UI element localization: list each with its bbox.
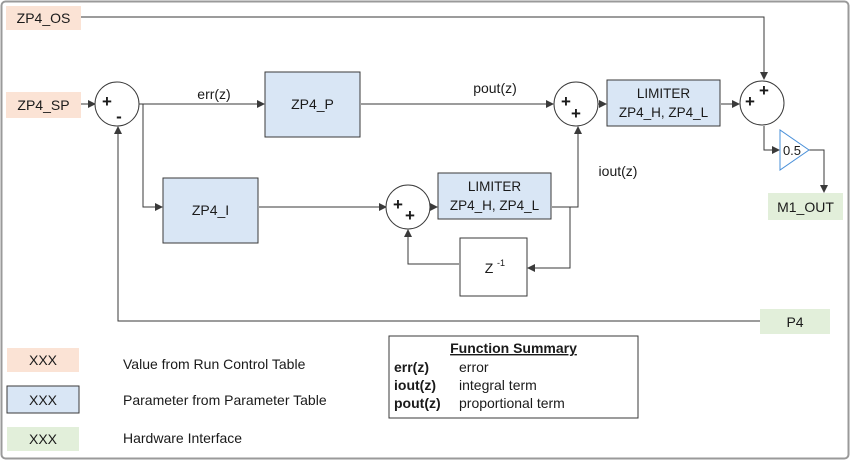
zp4-os-label: ZP4_OS — [17, 10, 71, 26]
zp4-i-block: ZP4_I — [162, 177, 259, 244]
summary-desc-iout: integral term — [459, 377, 537, 393]
gain-out-line — [809, 149, 828, 193]
legend-swatch-hardware: XXX — [29, 431, 58, 447]
p4-feedback-line — [114, 126, 760, 322]
limiter-output-title: LIMITER — [637, 86, 691, 101]
zp4-sp-label: ZP4_SP — [17, 97, 69, 113]
summer-os-plus-left: + — [745, 92, 755, 111]
limiter-integral-block: LIMITER ZP4_H, ZP4_L — [437, 172, 552, 220]
legend: XXX Value from Run Control Table XXX Par… — [6, 348, 327, 451]
legend-label-parameter: Parameter from Parameter Table — [123, 392, 327, 408]
zp4-os-box: ZP4_OS — [6, 6, 81, 30]
summer-os: + + — [739, 80, 785, 126]
summer-sp-minus: - — [116, 107, 122, 126]
m1-out-label: M1_OUT — [777, 199, 834, 215]
summer-pi: + + — [553, 81, 599, 127]
summer-sp: + - — [94, 81, 140, 127]
gain-block: 0.5 — [779, 129, 810, 171]
delay-exponent: -1 — [497, 258, 505, 268]
legend-swatch-run-control: XXX — [29, 352, 58, 368]
summary-term-iout: iout(z) — [394, 377, 436, 393]
legend-item-hardware: XXX Hardware Interface — [7, 427, 242, 451]
zp4-p-block: ZP4_P — [264, 71, 361, 138]
zp4-sp-box: ZP4_SP — [6, 92, 81, 118]
limiter-output-block: LIMITER ZP4_H, ZP4_L — [606, 79, 721, 127]
delay-in-line — [527, 207, 571, 272]
limiter-integral-params: ZP4_H, ZP4_L — [450, 198, 540, 213]
iout-label: iout(z) — [599, 163, 638, 179]
summer-pi-plus-left: + — [561, 92, 571, 111]
summer-int: + + — [385, 184, 431, 230]
m1-out-box: M1_OUT — [768, 193, 843, 220]
summer-os-plus-top: + — [759, 81, 769, 100]
pout-label: pout(z) — [473, 80, 517, 96]
signal-lines — [81, 16, 828, 322]
summary-term-err: err(z) — [394, 359, 429, 375]
summer-int-plus-left: + — [393, 195, 403, 214]
zp4-i-label: ZP4_I — [192, 202, 229, 218]
limiter-integral-title: LIMITER — [468, 179, 522, 194]
delay-base: Z — [485, 260, 494, 276]
summer-pi-plus-bottom: + — [571, 104, 581, 123]
summer-int-plus-bottom: + — [405, 206, 415, 225]
legend-label-hardware: Hardware Interface — [123, 430, 242, 446]
sum3-out-line — [763, 126, 780, 154]
delay-out-line — [404, 229, 459, 265]
iout-line — [552, 126, 582, 208]
gain-value: 0.5 — [783, 143, 801, 158]
summary-term-pout: pout(z) — [394, 395, 441, 411]
err-label: err(z) — [197, 86, 230, 102]
summer-sp-plus: + — [102, 92, 112, 111]
function-summary: Function Summary err(z) error iout(z) in… — [388, 335, 639, 419]
function-summary-title: Function Summary — [450, 340, 577, 356]
err-branch-line — [142, 104, 163, 211]
zp4-p-label: ZP4_P — [291, 96, 334, 112]
summary-desc-err: error — [459, 359, 489, 375]
legend-swatch-parameter: XXX — [29, 392, 58, 408]
summary-desc-pout: proportional term — [459, 395, 565, 411]
limiter-output-params: ZP4_H, ZP4_L — [619, 105, 709, 120]
delay-block: Z -1 — [459, 237, 528, 297]
legend-item-run-control: XXX Value from Run Control Table — [7, 348, 306, 372]
legend-item-parameter: XXX Parameter from Parameter Table — [6, 385, 327, 414]
legend-label-run-control: Value from Run Control Table — [123, 356, 306, 372]
p4-box: P4 — [760, 309, 830, 334]
p4-label: P4 — [786, 314, 803, 330]
os-line — [81, 16, 768, 80]
